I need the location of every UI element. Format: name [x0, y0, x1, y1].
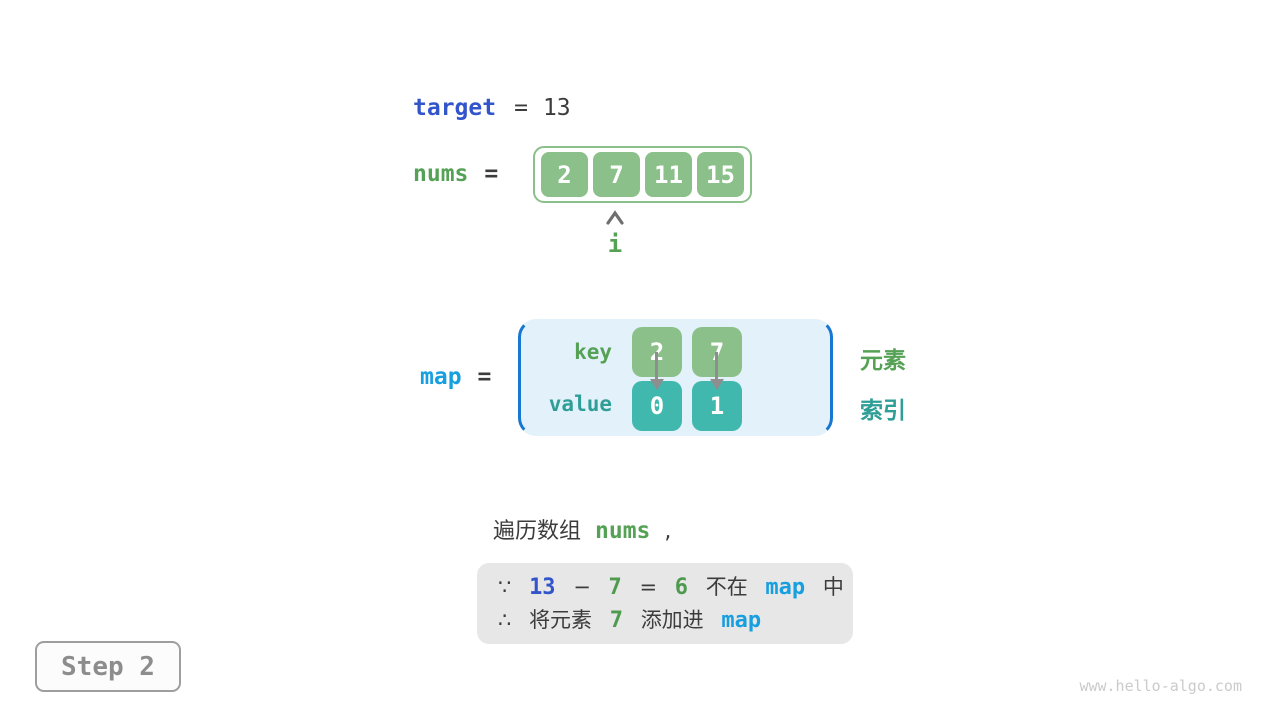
note-not-in-text: 不在 [705, 575, 748, 599]
note-difference: 6 [674, 575, 689, 600]
nums-cell-1: 7 [593, 152, 640, 197]
note-minuend: 13 [529, 575, 556, 600]
nums-keyword: nums [413, 161, 469, 187]
note-add-suffix: 添加进 [640, 608, 704, 632]
nums-assignment: nums = [413, 161, 498, 187]
caption-line: 遍历数组 nums , [493, 513, 671, 545]
note-subtrahend: 7 [608, 575, 622, 600]
map-equals: = [477, 364, 492, 390]
target-assignment: target = 13 [413, 95, 571, 121]
up-arrow-icon [605, 210, 625, 225]
therefore-symbol: ∴ [498, 608, 512, 632]
note-line-2: ∴ 将元素 7 添加进 map [498, 604, 853, 637]
map-assignment: map = [420, 364, 491, 390]
note-map-ref-2: map [721, 608, 762, 633]
nums-cell-3: 15 [697, 152, 744, 197]
caption-comma: , [664, 519, 672, 544]
step-badge: Step 2 [35, 641, 181, 692]
map-value-cell-0: 0 [632, 381, 682, 431]
caption-code-nums: nums [595, 518, 651, 544]
nums-equals: = [484, 161, 499, 187]
caption-text: 遍历数组 [493, 519, 582, 544]
watermark: www.hello-algo.com [1079, 677, 1242, 695]
index-pointer-label: i [607, 230, 623, 258]
down-arrow-head-icon [650, 379, 664, 390]
nums-cell-0: 2 [541, 152, 588, 197]
map-keyword: map [420, 364, 462, 390]
note-map-ref-1: map [765, 575, 806, 600]
note-line-1: ∵ 13 − 7 = 6 不在 map 中 [498, 571, 853, 604]
map-value-row-label: value [548, 392, 612, 416]
note-minus: − [573, 575, 591, 599]
target-value: 13 [542, 95, 571, 121]
target-equals: = [514, 95, 528, 121]
nums-cell-2: 11 [645, 152, 692, 197]
note-add-prefix: 将元素 [529, 608, 593, 632]
target-keyword: target [413, 95, 497, 121]
nums-array: 2 7 11 15 [533, 146, 752, 203]
element-side-label: 元素 [860, 348, 906, 374]
note-equals: = [639, 575, 658, 599]
down-arrow-head-icon [710, 379, 724, 390]
index-side-label: 索引 [860, 398, 906, 424]
reasoning-note-box: ∵ 13 − 7 = 6 不在 map 中 ∴ 将元素 7 添加进 map [477, 563, 853, 644]
down-arrow-icon [655, 352, 658, 380]
note-in-suffix: 中 [822, 575, 844, 599]
note-add-number: 7 [609, 608, 623, 633]
map-key-row-label: key [574, 340, 612, 364]
because-symbol: ∵ [498, 575, 512, 599]
down-arrow-icon [715, 352, 718, 380]
